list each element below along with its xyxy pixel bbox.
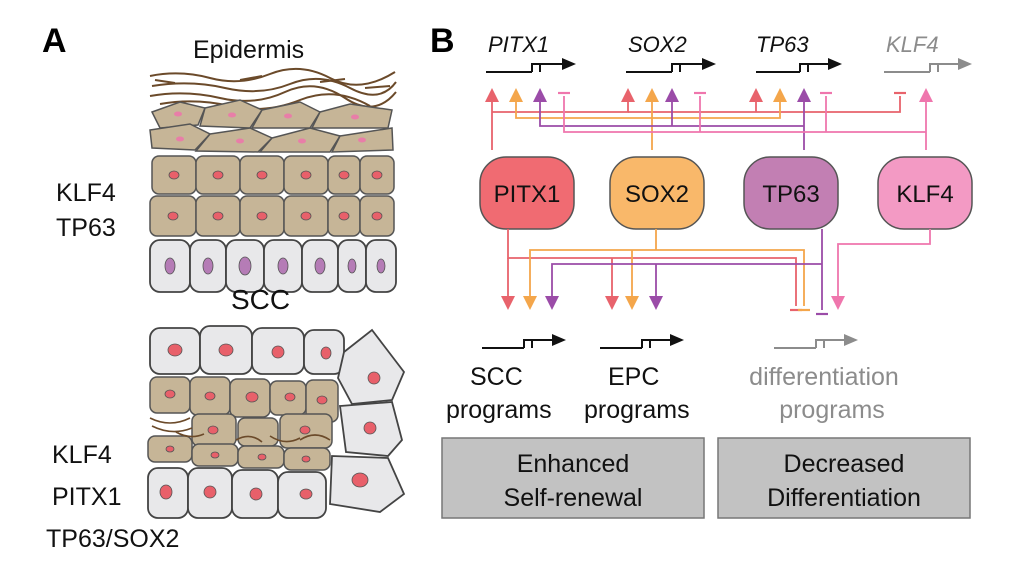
program-scc-line1: SCC: [470, 363, 523, 391]
scc-basal-nuclei: [159, 484, 313, 501]
scc-basal-cells: [147, 467, 327, 519]
factor-node-pitx1: PITX1: [479, 156, 575, 230]
factor-label-klf4: KLF4: [896, 181, 953, 208]
scc-upper-nuclei: [167, 343, 381, 488]
epidermis-keratin-layer: [149, 67, 397, 110]
outcome-differentiation-line1: Decreased: [784, 450, 905, 478]
panel-a-label: A: [42, 22, 67, 60]
factor-node-klf4: KLF4: [877, 156, 973, 230]
outcome-box-differentiation: Decreased Differentiation: [717, 437, 971, 519]
gene-label-pitx1: PITX1: [488, 32, 549, 57]
epidermis-title: Epidermis: [193, 36, 304, 64]
gene-promoters: [486, 63, 958, 73]
granular-nuclei: [174, 111, 366, 144]
upper-arrowheads: [485, 88, 933, 102]
outcome-box-self-renewal: Enhanced Self-renewal: [441, 437, 705, 519]
lower-regulation-lines: [507, 229, 931, 310]
scc-title: SCC: [231, 284, 290, 315]
scc-tan-cells: [147, 376, 339, 471]
scc-keratin-pearls: [149, 417, 331, 443]
scc-tan-nuclei: [164, 389, 328, 463]
program-differentiation-line2: programs: [779, 396, 885, 424]
epidermis-granular-layer: [149, 99, 394, 153]
program-epc-line1: EPC: [608, 363, 659, 391]
factor-label-pitx1: PITX1: [494, 181, 561, 208]
promoter-arrowheads: [562, 58, 972, 70]
program-scc-line2: programs: [446, 396, 552, 424]
program-differentiation-line1: differentiation: [749, 363, 899, 391]
spinous-nuclei: [167, 170, 383, 221]
program-epc-line2: programs: [584, 396, 690, 424]
program-arrowheads: [552, 334, 858, 346]
panel-b-label: B: [430, 22, 455, 60]
gene-label-klf4: KLF4: [886, 32, 939, 57]
outcome-differentiation-line2: Differentiation: [767, 484, 921, 512]
factor-node-sox2: SOX2: [609, 156, 705, 230]
scc-marker-klf4: KLF4: [52, 441, 112, 469]
upper-regulation-lines: [491, 96, 927, 150]
basal-nuclei: [164, 256, 386, 276]
factor-label-tp63: TP63: [762, 181, 819, 208]
gene-label-sox2: SOX2: [628, 32, 687, 57]
outcome-self-renewal-line1: Enhanced: [517, 450, 630, 478]
factor-node-tp63: TP63: [743, 156, 839, 230]
program-promoters: [482, 339, 844, 349]
epidermis-spinous-layer: [149, 155, 395, 237]
epidermis-marker-tp63: TP63: [56, 214, 116, 242]
lower-arrowheads: [501, 296, 845, 310]
epidermis-marker-klf4: KLF4: [56, 179, 116, 207]
outcome-self-renewal-line2: Self-renewal: [504, 484, 643, 512]
lower-inhibition-bars: [790, 308, 828, 316]
factor-label-sox2: SOX2: [625, 181, 689, 208]
scc-marker-pitx1: PITX1: [52, 483, 121, 511]
gene-label-tp63: TP63: [756, 32, 809, 57]
scc-marker-tp63-sox2: TP63/SOX2: [46, 525, 179, 553]
